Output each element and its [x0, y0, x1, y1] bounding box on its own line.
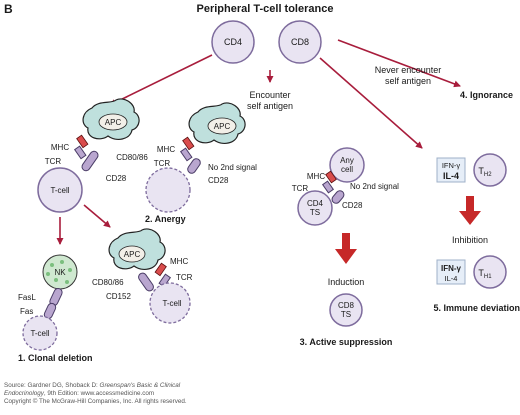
th2-cell: [473, 153, 507, 187]
cd8-cell: CD8: [278, 20, 322, 64]
mhc-label-suppression: MHC: [307, 172, 325, 181]
mhc-label-anergy: MHC: [157, 145, 175, 154]
t-cell-anergy: [145, 167, 191, 213]
apc-label-left: APC: [105, 118, 122, 127]
cd4-ts-cell: [297, 190, 333, 226]
mhc-label-left: MHC: [51, 143, 69, 152]
any-cell-label-line1: Any: [340, 156, 354, 165]
cd152-molecule: [138, 272, 154, 292]
footer-source-line1: Source: Gardner DG, Shoback D: Greenspan…: [4, 382, 181, 389]
footer-source-line2: Endocrinology, 9th Edition: www.accessme…: [4, 390, 155, 398]
t-cell-label-cd152: T-cell: [162, 299, 181, 308]
cd28-label-suppression: CD28: [342, 201, 363, 210]
th2-label: TH2: [478, 166, 492, 178]
outcome-ignorance: 4. Ignorance: [460, 90, 513, 100]
tcr-molecule-left: [73, 145, 87, 160]
apc-cell-cd152: APC: [108, 228, 166, 270]
mhc-molecule-left: [76, 134, 89, 149]
t-cell-deletion: [22, 315, 58, 351]
tcr-label-cd152: TCR: [176, 273, 193, 282]
outcome-immune-deviation: 5. Immune deviation: [433, 303, 520, 313]
footer-copyright: Copyright © The McGraw-Hill Companies, I…: [4, 398, 187, 406]
t-cell-label-deletion: T-cell: [30, 329, 49, 338]
mhc-molecule-anergy: [182, 136, 195, 151]
outcome-anergy: 2. Anergy: [145, 214, 186, 224]
diagram-title: Peripheral T-cell tolerance: [197, 3, 334, 15]
tcr-molecule-suppression: [321, 180, 335, 194]
any-cell: [329, 147, 365, 183]
t-cell-cd152: [149, 282, 191, 324]
mhc-molecule-cd152: [154, 262, 167, 277]
cd80-label-cd152: CD80/86: [92, 278, 124, 287]
outcome-clonal-deletion: 1. Clonal deletion: [18, 353, 93, 363]
arrow-to-ignorance: [337, 39, 461, 88]
inhibition-arrow: [459, 196, 481, 225]
apc-label-anergy: APC: [214, 122, 231, 131]
t-cell-label-left: T-cell: [50, 186, 69, 195]
cd8-ts-cell: [329, 293, 363, 327]
tcr-molecule-anergy: [179, 147, 193, 162]
t-cell-left: [37, 167, 83, 213]
no-signal-label-anergy: No 2nd signal: [208, 163, 257, 172]
cd28-label-left: CD28: [106, 174, 127, 183]
no-signal-label-suppression: No 2nd signal: [350, 182, 399, 191]
tcr-label-left: TCR: [45, 157, 62, 166]
nk-label: NK: [54, 268, 66, 277]
mhc-molecule-suppression: [325, 170, 337, 184]
source-footer: Source: Gardner DG, Shoback D: Greenspan…: [4, 382, 187, 407]
cd4-ts-label-line2: TS: [310, 208, 320, 217]
cd4-ts-label-line1: CD4: [307, 199, 324, 208]
ifn-label-th1: IFN-γ: [441, 264, 462, 273]
apc-label-cd152: APC: [124, 250, 141, 259]
fas-label: Fas: [20, 307, 33, 316]
ifn-label-th2: IFN-γ: [442, 161, 461, 170]
encounter-label-line2: self antigen: [247, 101, 293, 111]
apc-cell-anergy: APC: [188, 102, 246, 144]
arrow-down-cd152: [83, 204, 111, 228]
arrow-to-clonal: [109, 54, 213, 106]
cd28-label-anergy: CD28: [208, 176, 229, 185]
inhibition-label: Inhibition: [452, 235, 488, 245]
panel-letter: B: [4, 2, 13, 16]
th1-label: TH1: [478, 268, 492, 280]
th1-cell: [473, 255, 507, 289]
cytokine-box-th1: [436, 259, 466, 285]
cd28-molecule-left: [81, 150, 99, 172]
induction-label: Induction: [328, 277, 365, 287]
tcr-label-suppression: TCR: [292, 184, 309, 193]
fasl-label: FasL: [18, 293, 36, 302]
cd80-label-left: CD80/86: [116, 153, 148, 162]
il4-label-th1: IL-4: [445, 274, 458, 283]
arrow-to-suppression: [319, 57, 423, 149]
induction-arrow: [335, 233, 357, 264]
never-encounter-label-line1: Never encounter: [375, 65, 442, 75]
outcome-active-suppression: 3. Active suppression: [300, 337, 393, 347]
cd28-molecule-suppression: [331, 190, 345, 204]
cd8-ts-label-line2: TS: [341, 310, 351, 319]
cd4-label: CD4: [224, 37, 242, 47]
never-encounter-label-line2: self antigen: [385, 76, 431, 86]
apc-cell-left: APC: [82, 98, 140, 140]
tcr-label-anergy: TCR: [154, 159, 171, 168]
cd152-label: CD152: [106, 292, 131, 301]
cd4-cell: CD4: [211, 20, 255, 64]
cd8-label: CD8: [291, 37, 309, 47]
cd28-molecule-anergy: [187, 158, 201, 174]
cd8-ts-label-line1: CD8: [338, 301, 355, 310]
il4-label-th2: IL-4: [443, 171, 459, 181]
any-cell-label-line2: cell: [341, 165, 353, 174]
mhc-label-cd152: MHC: [170, 257, 188, 266]
encounter-label-line1: Encounter: [249, 90, 290, 100]
cytokine-box-th2: [436, 157, 466, 183]
